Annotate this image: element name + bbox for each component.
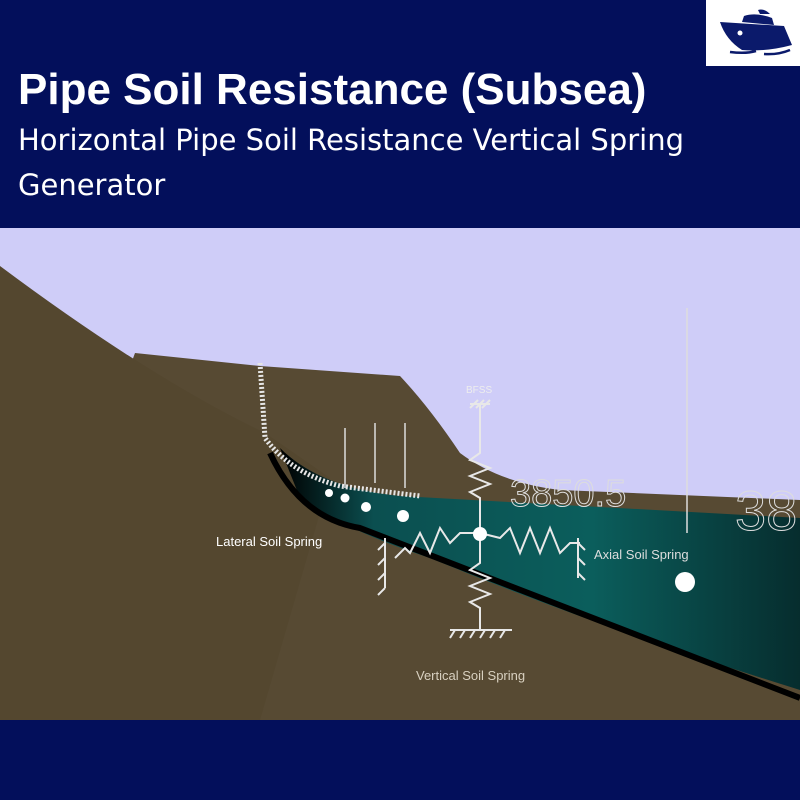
- vertical-soil-spring-label: Vertical Soil Spring: [416, 668, 525, 683]
- pipe-node-main: [473, 527, 487, 541]
- bfss-label: BFSS: [466, 385, 492, 396]
- page-title: Pipe Soil Resistance (Subsea): [18, 65, 647, 114]
- left-slope: [0, 266, 330, 720]
- chainage-readout: 3850.5: [510, 473, 626, 515]
- page-subtitle: Horizontal Pipe Soil Resistance Vertical…: [18, 123, 684, 202]
- axial-soil-spring-label: Axial Soil Spring: [594, 547, 689, 562]
- pipe-soil-diagram: 3850.5 38 BFSS Lateral Soil Spring Axial…: [0, 228, 800, 720]
- trench-edge: [267, 451, 800, 701]
- trench: [280, 448, 800, 690]
- marker-lines: [344, 308, 688, 533]
- pipe-nodes: [325, 489, 695, 592]
- lateral-soil-spring-label: Lateral Soil Spring: [216, 534, 322, 549]
- chainage-readout-partial: 38: [735, 479, 797, 542]
- ship-icon: [720, 9, 792, 56]
- logo: [706, 0, 800, 66]
- spring-system: [377, 399, 586, 639]
